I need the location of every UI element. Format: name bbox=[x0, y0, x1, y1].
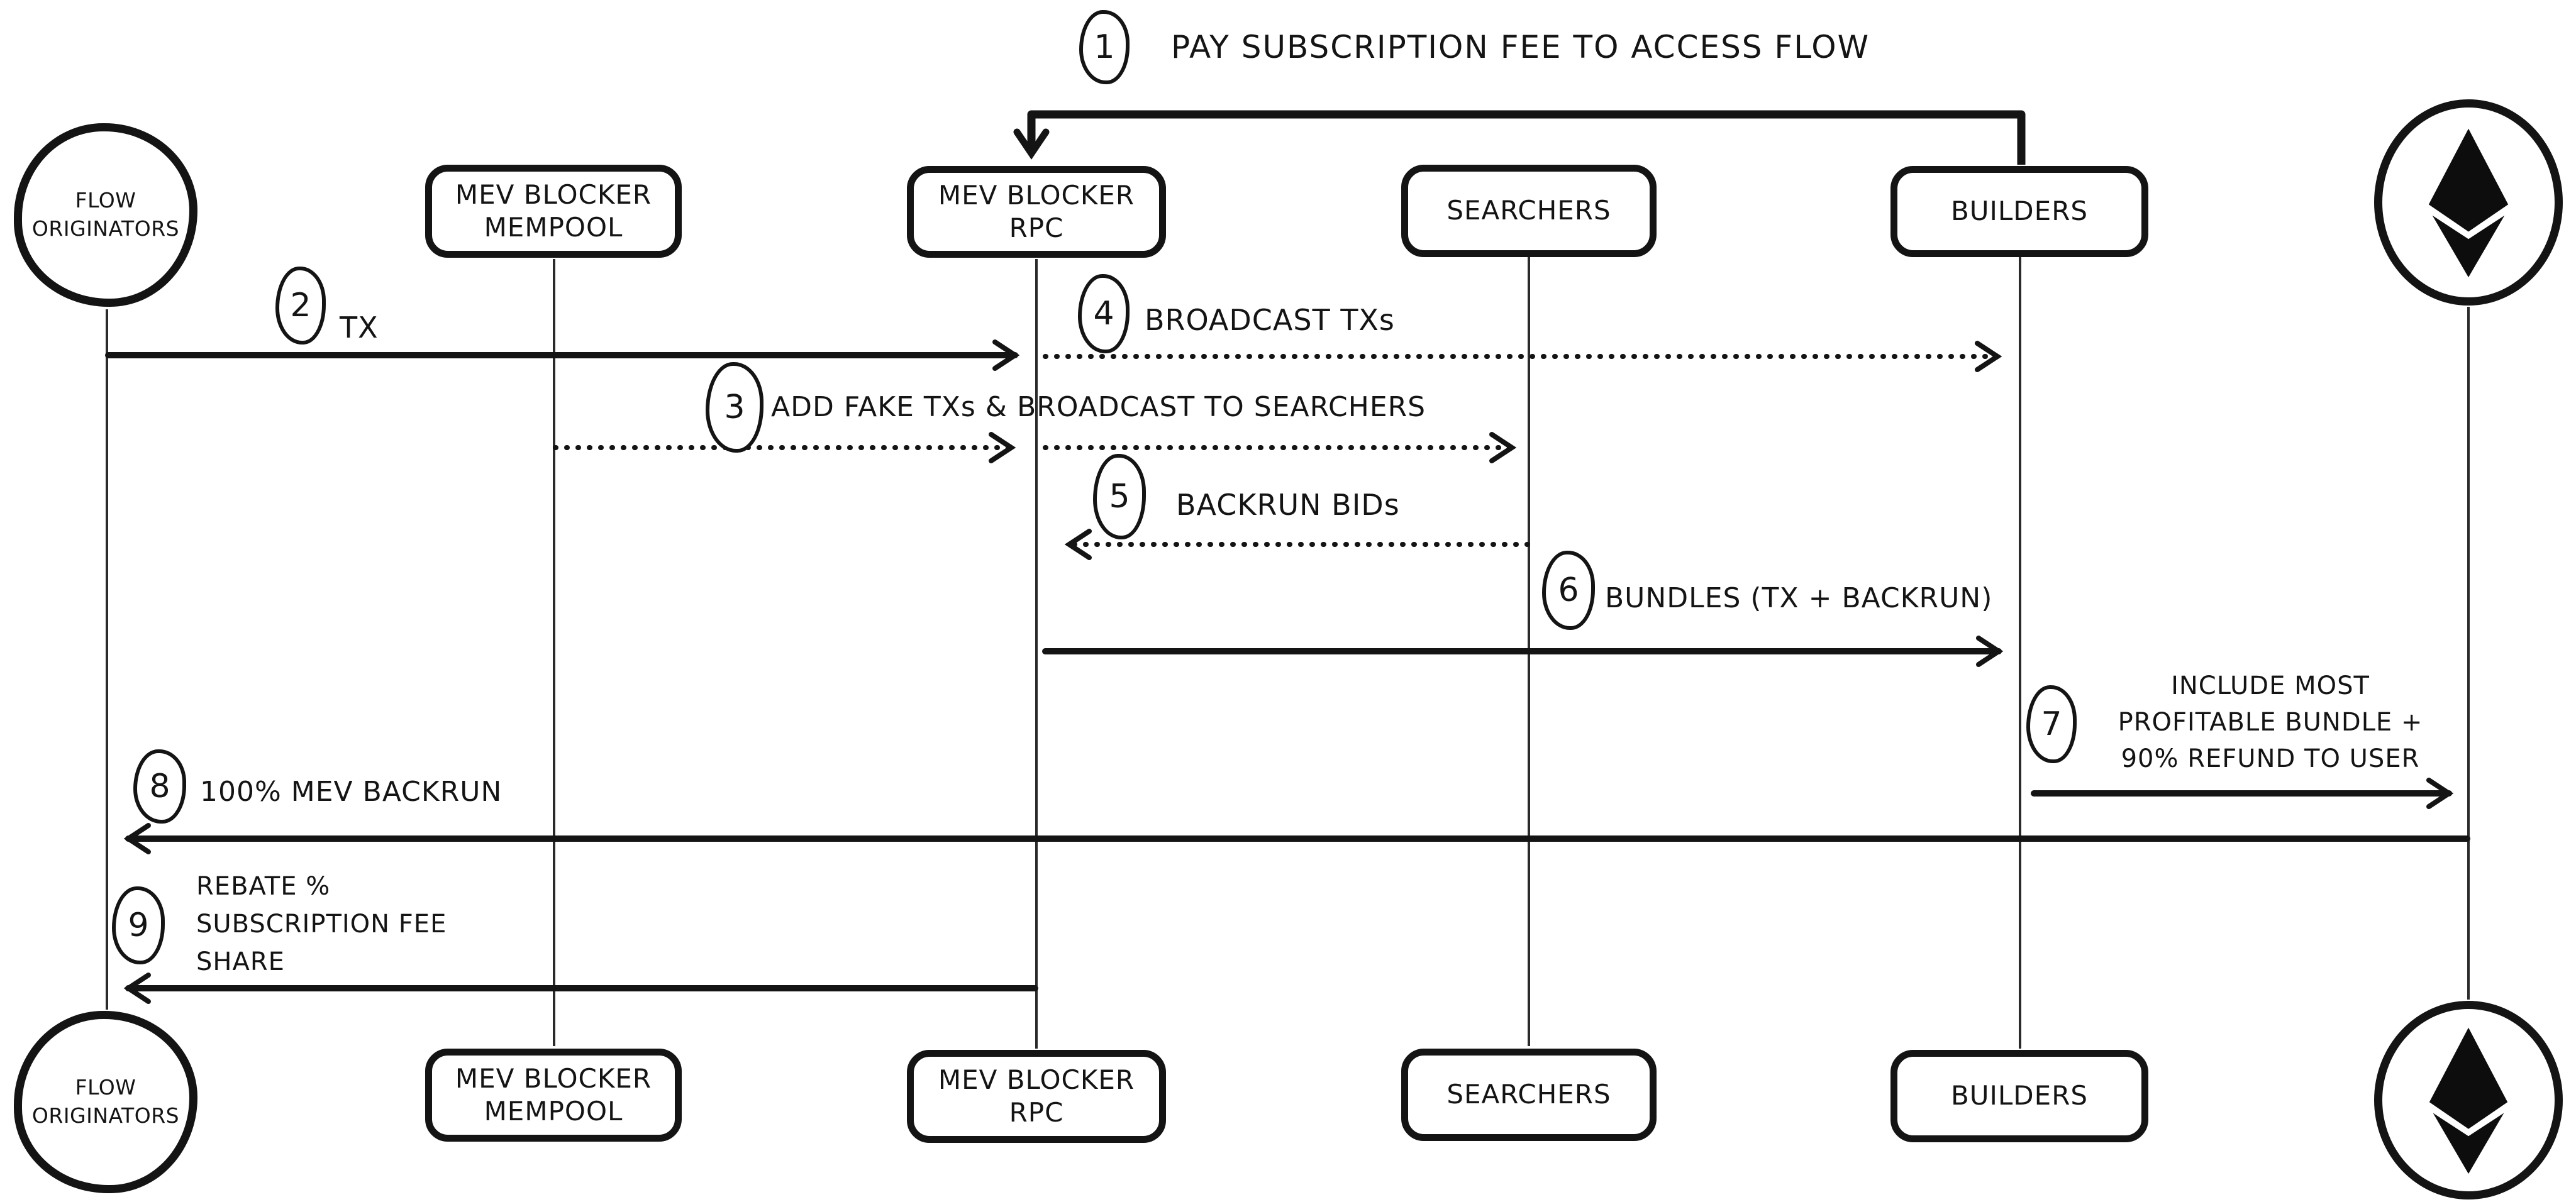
step-number-text: 9 bbox=[128, 907, 149, 944]
actor-label: SEARCHERS bbox=[1446, 195, 1611, 226]
actor-label: FLOW ORIGINATORS bbox=[31, 1075, 180, 1128]
step-7-number: 7 bbox=[2026, 685, 2077, 763]
step-4-number: 4 bbox=[1078, 274, 1130, 353]
actor-mev-blocker-rpc-top: MEV BLOCKER RPC bbox=[907, 166, 1166, 258]
actor-searchers-top: SEARCHERS bbox=[1401, 165, 1657, 257]
step-6-number: 6 bbox=[1542, 551, 1595, 630]
step-1-number: 1 bbox=[1079, 10, 1130, 84]
actor-mev-blocker-mempool-top: MEV BLOCKER MEMPOOL bbox=[425, 165, 682, 258]
step-3-label: ADD FAKE TXs & BROADCAST TO SEARCHERS bbox=[771, 391, 1426, 423]
arrow-step-1 bbox=[1013, 110, 2026, 165]
step-number-text: 8 bbox=[149, 768, 170, 805]
actor-label: MEV BLOCKER MEMPOOL bbox=[455, 179, 652, 243]
step-2-label: TX bbox=[340, 311, 379, 345]
actor-label: SEARCHERS bbox=[1446, 1079, 1611, 1110]
step-9-number: 9 bbox=[112, 886, 165, 964]
actor-label: MEV BLOCKER RPC bbox=[938, 1064, 1135, 1128]
step-9-label: REBATE % SUBSCRIPTION FEE SHARE bbox=[196, 872, 447, 976]
ethereum-icon bbox=[2429, 1027, 2508, 1174]
actor-label: FLOW ORIGINATORS bbox=[31, 188, 180, 241]
step-number-text: 2 bbox=[290, 287, 311, 324]
actor-flow-originators-top: FLOW ORIGINATORS bbox=[14, 123, 197, 307]
step-8-number: 8 bbox=[133, 749, 186, 824]
step-4-label: BROADCAST TXs bbox=[1145, 303, 1395, 337]
step-3-number: 3 bbox=[706, 362, 763, 453]
step-7-label: INCLUDE MOST PROFITABLE BUNDLE + 90% REF… bbox=[2118, 671, 2423, 773]
step-number-text: 7 bbox=[2041, 705, 2062, 743]
actor-mev-blocker-rpc-bottom: MEV BLOCKER RPC bbox=[907, 1050, 1166, 1143]
step-1-label: PAY SUBSCRIPTION FEE TO ACCESS FLOW bbox=[1171, 29, 1870, 65]
actor-mev-blocker-mempool-bottom: MEV BLOCKER MEMPOOL bbox=[425, 1049, 682, 1142]
actor-builders-bottom: BUILDERS bbox=[1890, 1050, 2148, 1142]
step-2-number: 2 bbox=[275, 267, 326, 345]
step-number-text: 6 bbox=[1558, 571, 1579, 609]
step-number-text: 4 bbox=[1093, 295, 1114, 333]
actor-label: MEV BLOCKER MEMPOOL bbox=[455, 1062, 652, 1127]
actor-label: MEV BLOCKER RPC bbox=[938, 179, 1135, 244]
actor-label: BUILDERS bbox=[1950, 196, 2089, 227]
actor-ethereum-bottom bbox=[2374, 1001, 2563, 1199]
step-6-label: BUNDLES (TX + BACKRUN) bbox=[1605, 582, 1993, 614]
ethereum-icon bbox=[2428, 128, 2509, 278]
actor-builders-top: BUILDERS bbox=[1890, 166, 2148, 257]
step-5-label: BACKRUN BIDs bbox=[1176, 488, 1400, 522]
actor-searchers-bottom: SEARCHERS bbox=[1401, 1049, 1657, 1141]
step-5-number: 5 bbox=[1093, 454, 1146, 539]
step-number-text: 3 bbox=[724, 389, 745, 426]
step-8-label: 100% MEV BACKRUN bbox=[200, 776, 502, 808]
actor-label: BUILDERS bbox=[1950, 1080, 2089, 1111]
step-number-text: 1 bbox=[1094, 28, 1115, 66]
step-number-text: 5 bbox=[1109, 478, 1130, 516]
actor-flow-originators-bottom: FLOW ORIGINATORS bbox=[14, 1011, 197, 1193]
actor-ethereum-top bbox=[2374, 99, 2563, 306]
